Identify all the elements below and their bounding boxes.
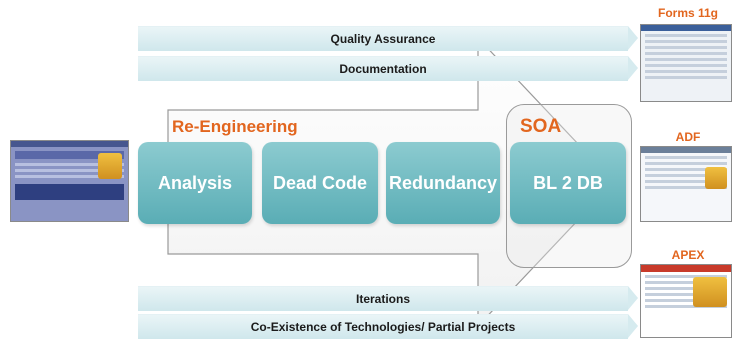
iterations-arrow-tip [628, 286, 638, 310]
boot-image-icon-apex [693, 277, 727, 307]
apex-title: APEX [671, 248, 705, 262]
step-analysis: Analysis [138, 142, 252, 224]
boot-image-icon-adf [705, 167, 727, 189]
legacy-forms-screenshot [10, 140, 129, 222]
step-bl2db: BL 2 DB [510, 142, 626, 224]
apex-screenshot [640, 264, 732, 338]
step-dead-code-label: Dead Code [272, 172, 368, 193]
adf-screenshot [640, 146, 732, 222]
soa-label: SOA [520, 116, 562, 137]
coexistence-arrow-tip [628, 314, 638, 338]
forms11g-title: Forms 11g [657, 6, 719, 20]
step-dead-code: Dead Code [262, 142, 378, 224]
coexistence-label: Co-Existence of Technologies/ Partial Pr… [250, 320, 516, 334]
quality-assurance-bar: Quality Assurance [138, 26, 628, 51]
iterations-bar: Iterations [138, 286, 628, 311]
adf-title: ADF [675, 130, 701, 144]
re-engineering-label: Re-Engineering [172, 117, 298, 136]
quality-assurance-label: Quality Assurance [330, 32, 436, 46]
step-analysis-label: Analysis [157, 172, 233, 193]
iterations-label: Iterations [355, 292, 410, 306]
documentation-bar: Documentation [138, 56, 628, 81]
step-bl2db-label: BL 2 DB [533, 172, 603, 193]
documentation-arrow-tip [628, 56, 638, 80]
quality-assurance-arrow-tip [628, 26, 638, 50]
documentation-label: Documentation [339, 62, 427, 76]
coexistence-bar: Co-Existence of Technologies/ Partial Pr… [138, 314, 628, 339]
boot-image-icon [98, 153, 122, 179]
forms11g-screenshot [640, 24, 732, 102]
step-redundancy: Redundancy [386, 142, 500, 224]
step-redundancy-label: Redundancy [388, 172, 498, 193]
